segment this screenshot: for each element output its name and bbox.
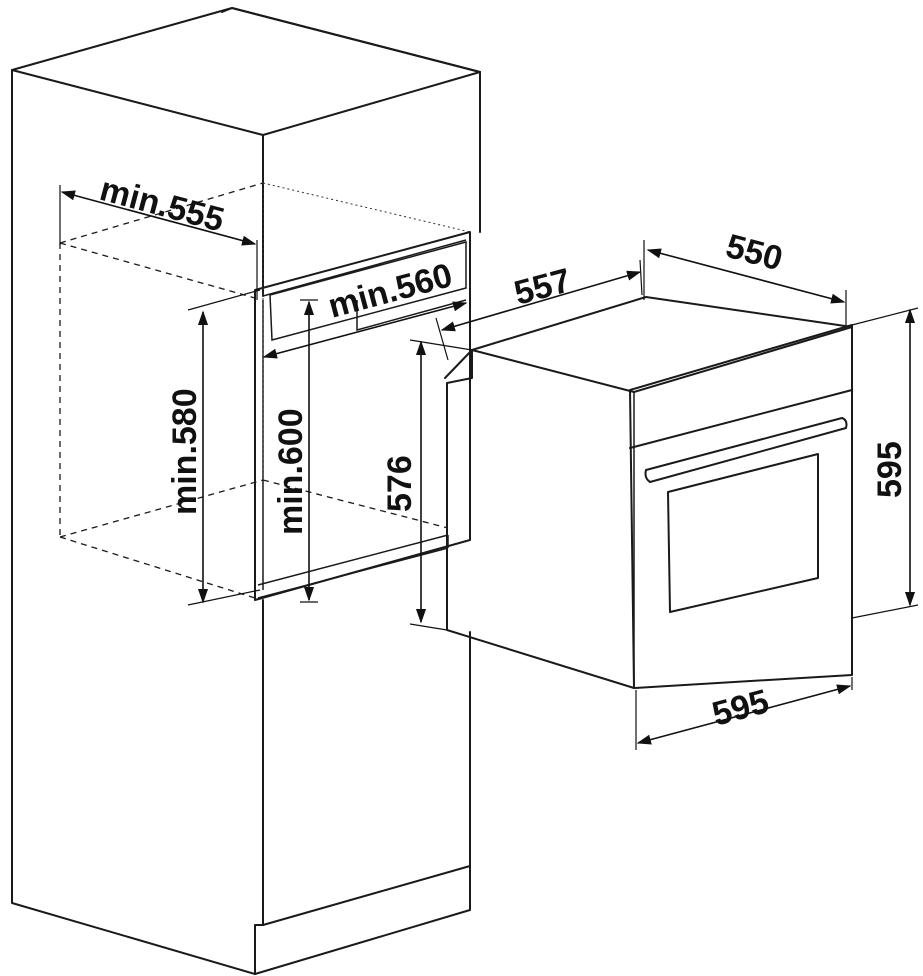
label-niche-width: min.555	[96, 170, 228, 239]
label-oven-depth-total: 557	[510, 261, 575, 312]
label-oven-height-body: 576	[381, 455, 419, 512]
dimension-lines	[59, 185, 919, 750]
built-in-oven	[444, 296, 853, 689]
label-niche-height-outer: min.600	[272, 408, 310, 535]
label-oven-width: 595	[708, 682, 773, 733]
label-oven-depth-body: 550	[722, 227, 787, 278]
label-niche-height-inner: min.580	[166, 388, 204, 515]
label-oven-height-front: 595	[871, 441, 909, 498]
